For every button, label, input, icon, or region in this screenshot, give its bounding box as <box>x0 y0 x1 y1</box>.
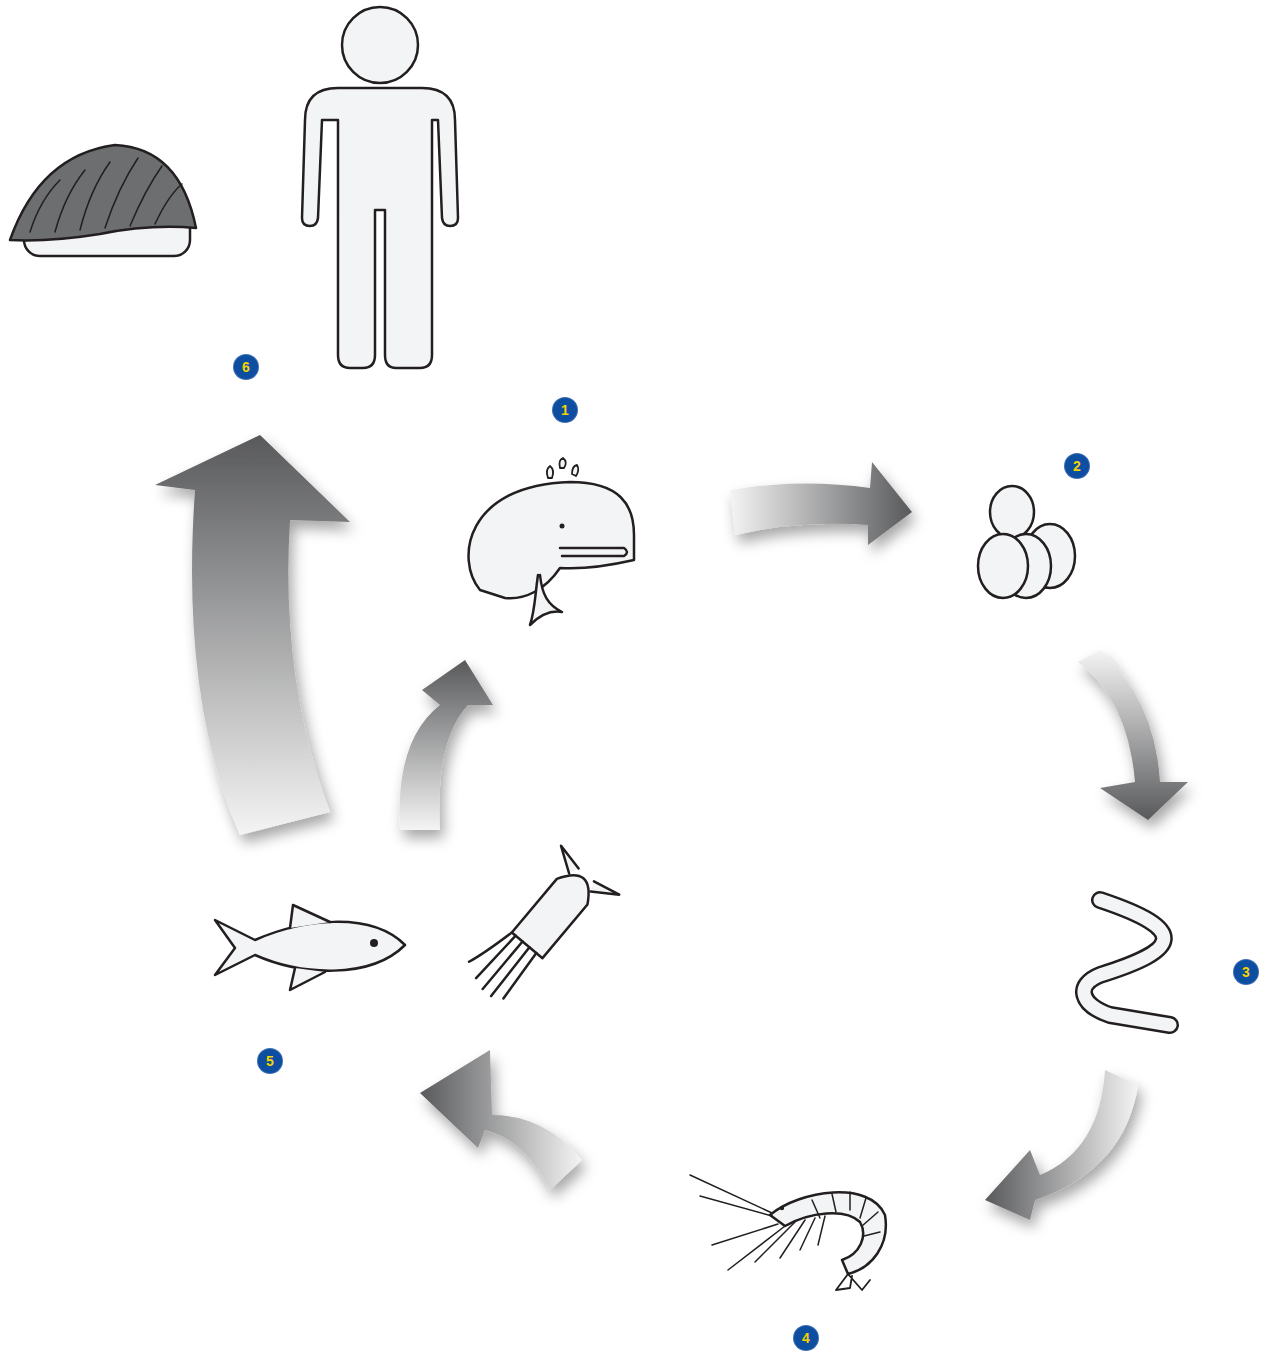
fish-icon <box>215 905 405 990</box>
larva-icon <box>1084 900 1170 1025</box>
squid-icon <box>458 846 619 1017</box>
eggs-icon <box>978 486 1075 598</box>
human-figure <box>302 7 458 368</box>
callout-number: 2 <box>1065 454 1089 478</box>
callout-number: 5 <box>258 1049 282 1073</box>
whale-icon <box>469 458 634 625</box>
callout-number: 4 <box>794 1326 818 1350</box>
callout-number: 1 <box>553 398 577 422</box>
callout-number: 3 <box>1234 960 1258 984</box>
cycle-arrows <box>155 435 1188 1220</box>
sushi-icon <box>10 145 196 256</box>
callout-number: 6 <box>234 355 258 379</box>
crustacean-icon <box>690 1175 886 1290</box>
